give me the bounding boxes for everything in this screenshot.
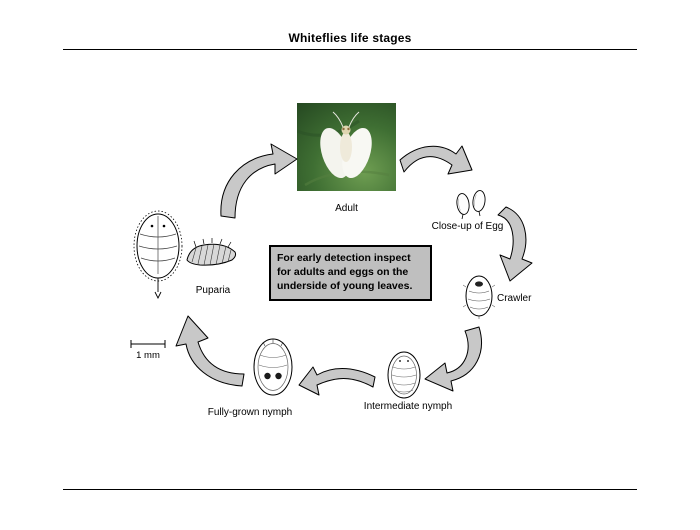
note-line-1: For early detection inspect <box>277 252 411 264</box>
puparia-dorsal-drawing <box>133 210 183 300</box>
crawler-drawing <box>462 275 496 319</box>
arrow-crawler-to-intermediate-icon <box>424 326 482 392</box>
scale-bar <box>130 340 166 348</box>
arrow-intermediate-to-fully-grown-icon <box>298 366 376 396</box>
scale-bar-label: 1 mm <box>136 350 160 361</box>
detection-note: For early detection inspect for adults a… <box>269 245 432 301</box>
fully-grown-nymph-drawing <box>253 338 293 396</box>
label-fully-grown-nymph: Fully-grown nymph <box>207 407 293 418</box>
label-puparia: Puparia <box>195 285 231 296</box>
egg-drawing <box>456 190 486 220</box>
adult-whitefly-image <box>296 103 396 191</box>
intermediate-nymph-drawing <box>387 351 421 399</box>
note-line-3: underside of young leaves. <box>277 280 413 293</box>
arrow-adult-to-egg-icon <box>399 145 473 175</box>
adult-photo <box>296 103 396 191</box>
label-intermediate-nymph: Intermediate nymph <box>363 401 453 412</box>
arrow-puparia-to-adult-icon <box>220 143 298 219</box>
arrow-egg-to-crawler-icon <box>497 206 533 282</box>
page-title: Whiteflies life stages <box>288 31 412 45</box>
bottom-rule <box>63 489 637 490</box>
label-adult: Adult <box>335 203 358 214</box>
label-egg: Close-up of Egg <box>431 221 504 232</box>
arrow-fully-grown-to-puparia-icon <box>175 315 245 387</box>
top-rule <box>63 49 637 50</box>
label-crawler: Crawler <box>497 293 532 304</box>
puparia-side-drawing <box>186 238 237 266</box>
note-line-2: for adults and eggs on the <box>277 266 409 279</box>
